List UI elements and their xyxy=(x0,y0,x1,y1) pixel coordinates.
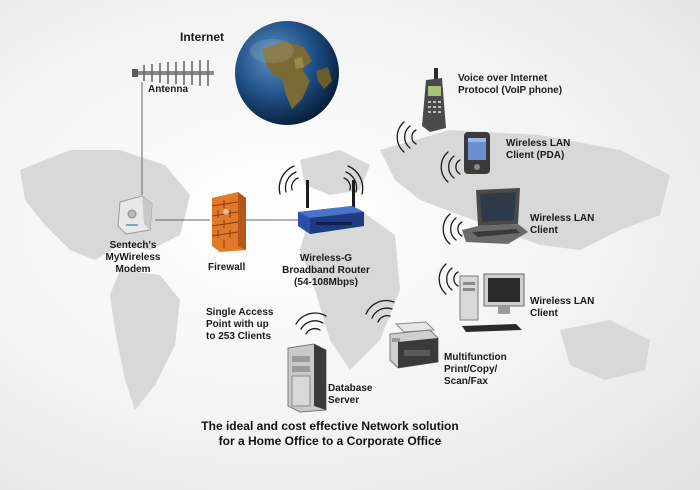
server-wireless-waves xyxy=(295,312,327,335)
desktop-wireless-waves xyxy=(438,263,459,295)
modem-icon xyxy=(114,194,156,236)
pda-icon xyxy=(462,130,494,176)
antenna-label: Antenna xyxy=(148,84,188,95)
pda-wireless-waves xyxy=(440,151,461,183)
laptop-icon xyxy=(458,186,530,248)
desktop-computer-icon xyxy=(458,270,528,334)
printer-wireless-waves xyxy=(365,299,395,323)
antenna-icon xyxy=(130,58,220,88)
voip-wireless-waves xyxy=(396,121,417,153)
firewall-icon xyxy=(208,190,250,254)
laptop-label: Wireless LAN Client xyxy=(530,213,595,236)
desktop-label: Wireless LAN Client xyxy=(530,296,595,319)
wireless-router-icon xyxy=(296,178,366,238)
database-server-icon xyxy=(286,342,330,414)
pda-label: Wireless LAN Client (PDA) xyxy=(506,138,571,161)
router-label: Wireless-G Broadband Router (54-108Mbps) xyxy=(282,253,370,288)
internet-label: Internet xyxy=(180,30,225,44)
access-point-label: Single Access Point with up to 253 Clien… xyxy=(206,307,274,342)
voip-label: Voice over Internet Protocol (VoIP phone… xyxy=(458,73,563,96)
laptop-wireless-waves xyxy=(442,213,463,245)
multifunction-printer-icon xyxy=(386,320,440,376)
modem-label: Sentech's MyWireless Modem xyxy=(105,240,161,275)
firewall-label: Firewall xyxy=(208,262,246,273)
server-label: Database Server xyxy=(328,383,373,406)
multifunction-label: Multifunction Print/Copy/ Scan/Fax xyxy=(444,352,507,387)
voip-phone-icon xyxy=(418,68,450,134)
diagram-caption: The ideal and cost effective Network sol… xyxy=(201,419,459,448)
globe-icon xyxy=(232,19,342,127)
